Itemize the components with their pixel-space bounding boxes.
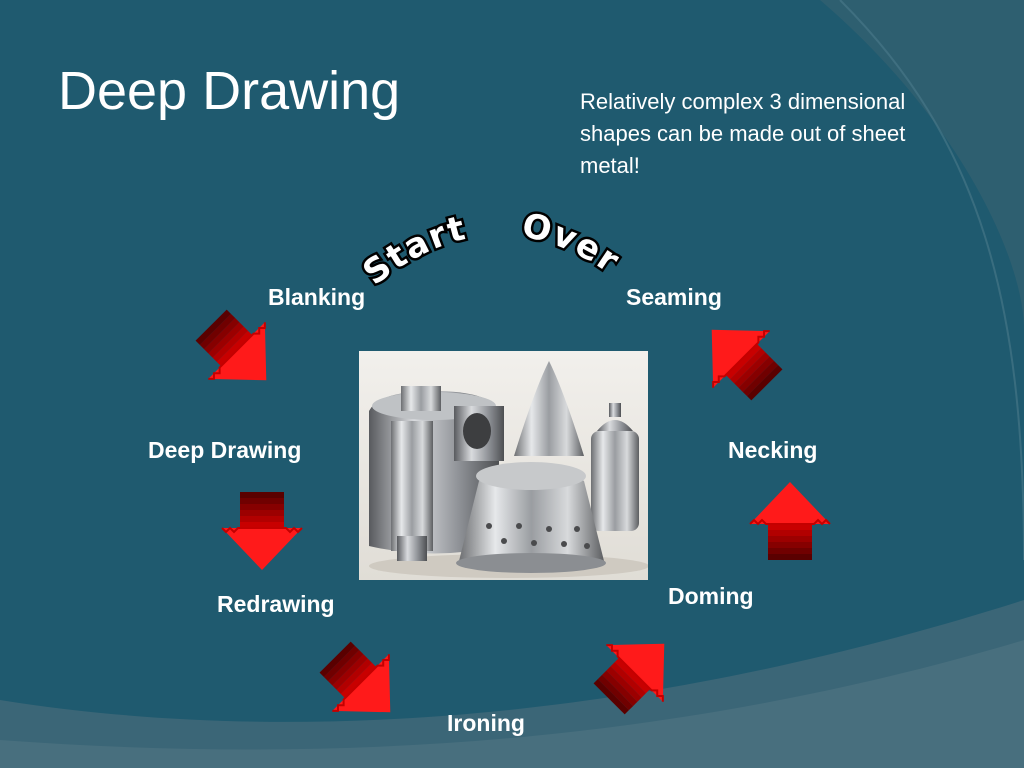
metal-parts-photo <box>359 351 648 580</box>
block-arrow-icon <box>593 643 665 715</box>
block-arrow-icon <box>195 309 267 381</box>
step-label-necking: Necking <box>728 437 818 463</box>
block-arrow-icon <box>711 329 783 401</box>
step-label-seaming: Seaming <box>626 284 722 310</box>
slide-title: Deep Drawing <box>58 61 401 121</box>
block-arrow-icon <box>319 641 391 713</box>
step-label-ironing: Ironing <box>447 710 525 736</box>
step-label-blanking: Blanking <box>268 284 366 310</box>
step-label-redrawing: Redrawing <box>217 591 335 617</box>
step-label-deep-drawing: Deep Drawing <box>148 437 302 463</box>
block-arrow-icon <box>221 492 303 570</box>
step-label-doming: Doming <box>668 583 754 609</box>
slide-subtitle: Relatively complex 3 dimensional shapes … <box>580 89 906 178</box>
block-arrow-icon <box>749 482 831 560</box>
